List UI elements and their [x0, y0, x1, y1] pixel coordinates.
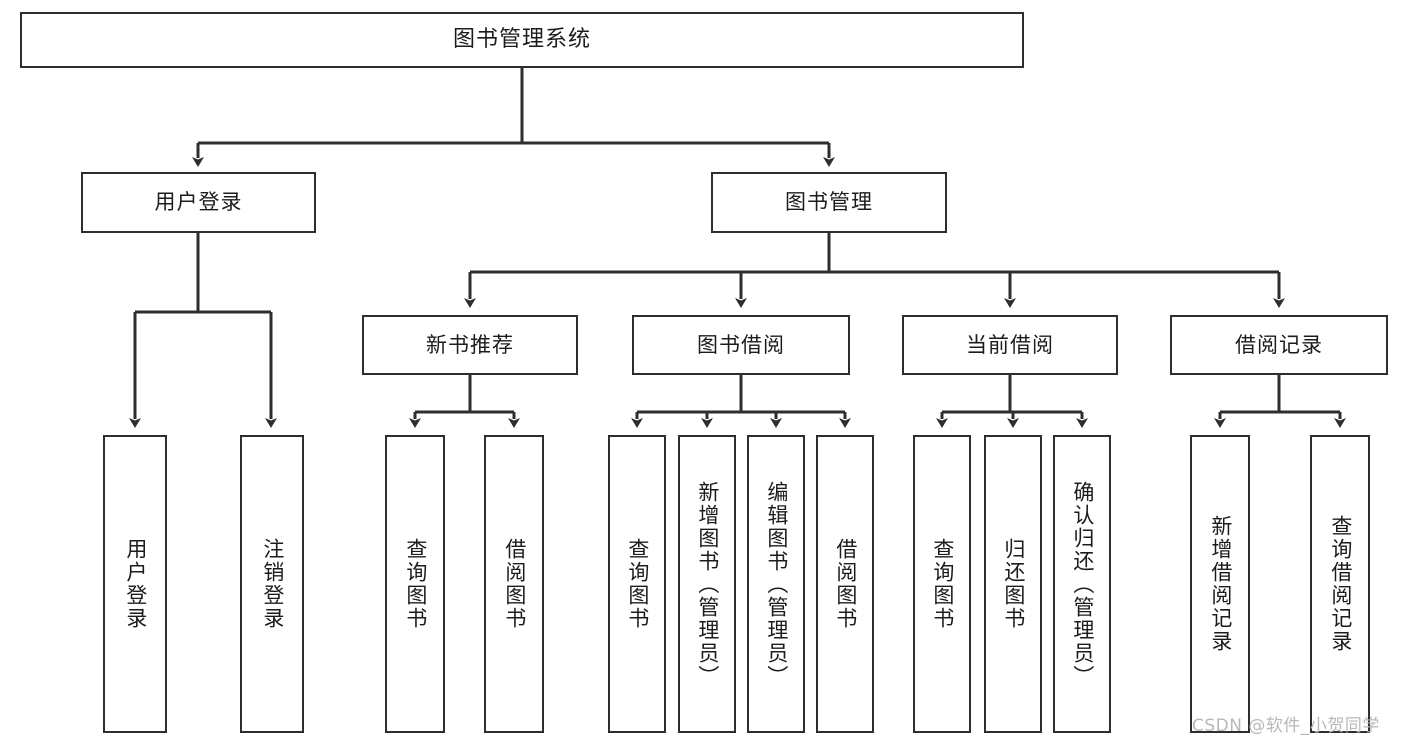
node-label: 编辑图书（管理员） — [764, 480, 789, 688]
node-leaf-query-book-3[interactable]: 查询图书 — [913, 435, 971, 733]
node-new-book-rec[interactable]: 新书推荐 — [362, 315, 578, 375]
node-label: 确认归还（管理员） — [1070, 480, 1095, 688]
node-borrow-record[interactable]: 借阅记录 — [1170, 315, 1388, 375]
node-label: 借阅记录 — [1235, 332, 1323, 357]
node-label: 图书管理系统 — [452, 27, 591, 53]
node-leaf-borrow-book-1[interactable]: 借阅图书 — [484, 435, 544, 733]
node-root-system[interactable]: 图书管理系统 — [20, 12, 1024, 68]
node-label: 当前借阅 — [966, 332, 1054, 357]
node-label: 用户登录 — [154, 190, 243, 215]
node-label: 新书推荐 — [426, 332, 514, 357]
node-book-manage[interactable]: 图书管理 — [711, 172, 947, 233]
node-leaf-edit-book[interactable]: 编辑图书（管理员） — [747, 435, 805, 733]
node-leaf-query-record[interactable]: 查询借阅记录 — [1310, 435, 1370, 733]
node-leaf-query-book-1[interactable]: 查询图书 — [385, 435, 445, 733]
node-leaf-user-logout[interactable]: 注销登录 — [240, 435, 304, 733]
node-label: 归还图书 — [1001, 538, 1026, 630]
node-label: 新增借阅记录 — [1208, 515, 1233, 653]
node-leaf-return-book[interactable]: 归还图书 — [984, 435, 1042, 733]
node-label: 图书借阅 — [697, 332, 785, 357]
node-label: 用户登录 — [123, 538, 148, 630]
node-leaf-user-login[interactable]: 用户登录 — [103, 435, 167, 733]
node-label: 查询图书 — [930, 538, 955, 630]
node-leaf-add-book[interactable]: 新增图书（管理员） — [678, 435, 736, 733]
node-label: 注销登录 — [260, 538, 285, 630]
node-leaf-query-book-2[interactable]: 查询图书 — [608, 435, 666, 733]
node-label: 查询图书 — [625, 538, 650, 630]
node-label: 新增图书（管理员） — [695, 480, 720, 688]
node-current-borrow[interactable]: 当前借阅 — [902, 315, 1118, 375]
node-label: 借阅图书 — [833, 538, 858, 630]
node-user-login[interactable]: 用户登录 — [81, 172, 316, 233]
node-label: 查询借阅记录 — [1328, 515, 1353, 653]
node-label: 查询图书 — [403, 538, 428, 630]
node-leaf-add-record[interactable]: 新增借阅记录 — [1190, 435, 1250, 733]
node-label: 借阅图书 — [502, 538, 527, 630]
node-leaf-borrow-book-2[interactable]: 借阅图书 — [816, 435, 874, 733]
node-book-borrow[interactable]: 图书借阅 — [632, 315, 850, 375]
node-label: 图书管理 — [785, 190, 873, 215]
node-leaf-confirm-return[interactable]: 确认归还（管理员） — [1053, 435, 1111, 733]
